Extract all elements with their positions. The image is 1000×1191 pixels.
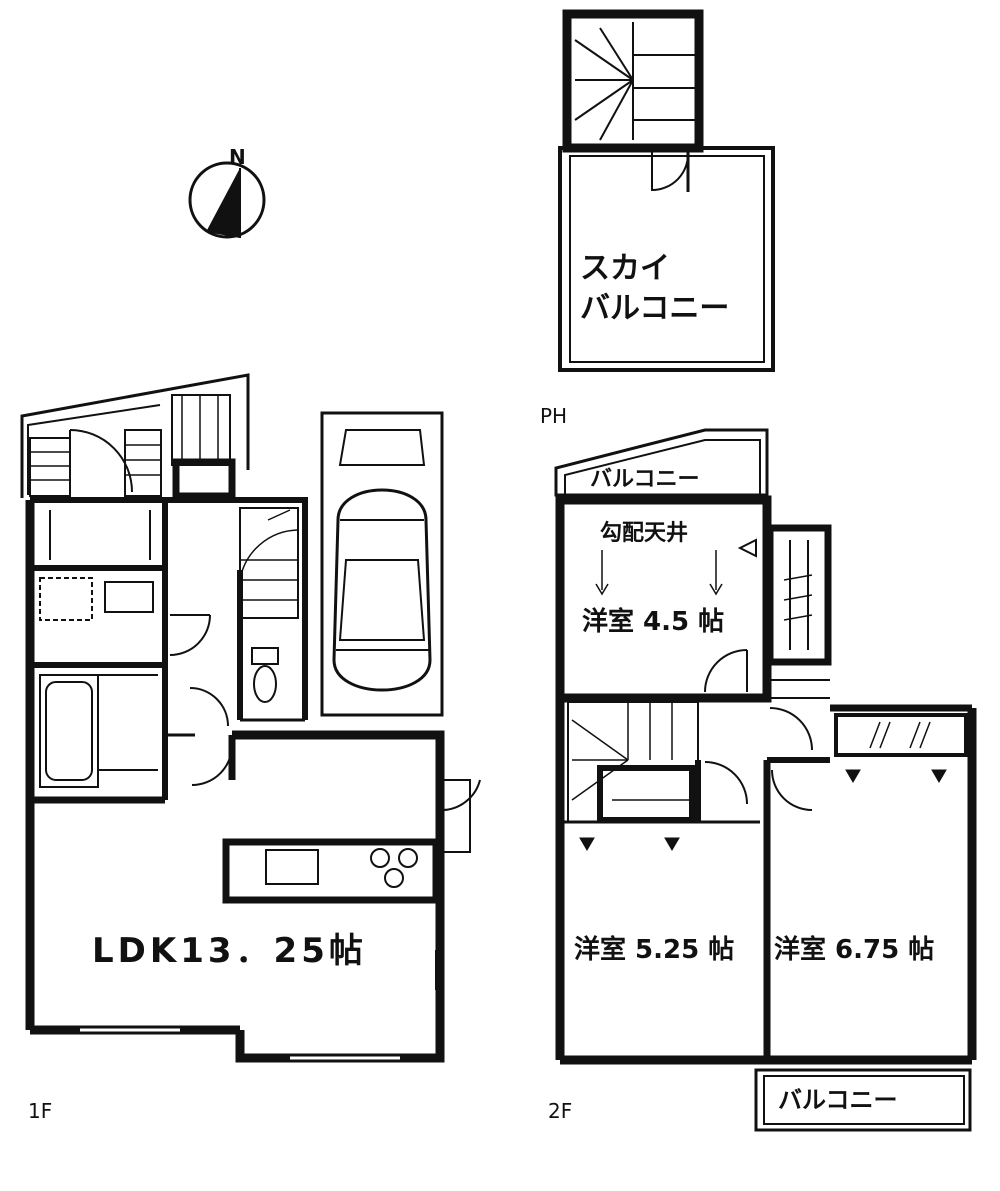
balcony-bottom-label: バルコニー [778,1086,898,1114]
north-arrow-icon [206,168,240,238]
sky-balcony-label-1: スカイ [580,251,670,286]
penthouse-plan [558,9,775,372]
slope-ceiling-label: 勾配天井 [600,520,688,546]
ldk-label: LDK13．25帖 [92,931,367,971]
compass: N [188,145,266,239]
western-room-525-label: 洋室 5.25 帖 [574,934,734,965]
sky-balcony-label-2: バルコニー [580,291,729,326]
floor-label-ph: PH [540,404,567,428]
floor-label-2f: 2F [548,1099,572,1123]
first-floor-plan [20,373,481,1063]
western-room-675-label: 洋室 6.75 帖 [774,934,934,965]
second-floor-plan [554,428,977,1132]
western-room-45-label: 洋室 4.5 帖 [582,606,724,637]
balcony-top-label: バルコニー [590,467,700,492]
floor-label-1f: 1F [28,1099,52,1123]
